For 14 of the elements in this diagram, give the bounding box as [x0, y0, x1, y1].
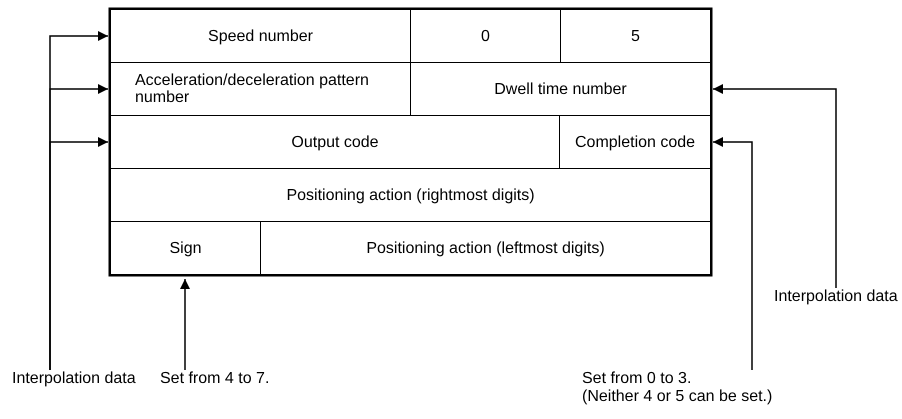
table-cell: Positioning action (rightmost digits): [110, 168, 711, 222]
table-cell: Sign: [110, 221, 261, 275]
arrow: [180, 279, 190, 370]
arrow: [713, 84, 837, 288]
table-cell: Speed number: [110, 9, 411, 63]
annotation-text: Interpolation data: [12, 370, 136, 388]
table-cell: 5: [560, 9, 711, 63]
annotation-text: (Neither 4 or 5 can be set.): [582, 388, 772, 406]
arrow: [713, 137, 753, 370]
arrow: [49, 137, 108, 370]
table-cell: Positioning action (leftmost digits): [260, 221, 711, 275]
annotation-text: Set from 0 to 3.: [582, 370, 692, 388]
annotation-text: Interpolation data: [774, 288, 898, 306]
annotation-text: Set from 4 to 7.: [160, 370, 270, 388]
